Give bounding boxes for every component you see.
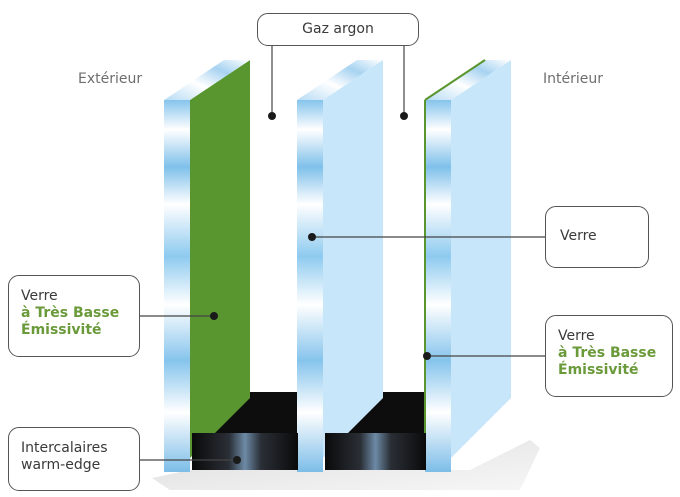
dot-low-e-right bbox=[423, 352, 431, 360]
low-e-left-line3: Émissivité bbox=[21, 322, 102, 338]
gas-callout: Gaz argon bbox=[257, 13, 419, 46]
pane-exterior-top bbox=[164, 60, 250, 100]
dot-gas-right bbox=[400, 112, 408, 120]
dot-low-e-left bbox=[210, 312, 218, 320]
pane-interior-top bbox=[425, 60, 511, 100]
dot-gas-left bbox=[268, 112, 276, 120]
low-e-left-line1: Verre bbox=[21, 288, 58, 304]
spacers-line2: warm-edge bbox=[21, 457, 101, 473]
low-e-left-line2: à Très Basse bbox=[21, 305, 120, 321]
pane-interior-face bbox=[451, 60, 511, 458]
low-e-right-line3: Émissivité bbox=[558, 362, 639, 378]
dot-glass bbox=[308, 233, 316, 241]
low-e-left-callout: Verre à Très Basse Émissivité bbox=[8, 275, 140, 357]
floor-shadow bbox=[152, 440, 540, 490]
dot-spacers bbox=[233, 456, 241, 464]
interior-label: Intérieur bbox=[543, 71, 603, 87]
spacer-front-left bbox=[192, 433, 298, 470]
spacer-front-right bbox=[325, 433, 426, 470]
pane-exterior-edge bbox=[164, 100, 190, 472]
pane-exterior-face bbox=[190, 60, 250, 458]
spacers-line1: Intercalaires bbox=[21, 440, 108, 456]
low-e-right-line1: Verre bbox=[558, 328, 595, 344]
pane-middle-edge bbox=[297, 100, 323, 472]
gas-callout-text: Gaz argon bbox=[302, 21, 374, 37]
low-e-right-callout: Verre à Très Basse Émissivité bbox=[545, 315, 673, 397]
low-e-right-line2: à Très Basse bbox=[558, 345, 657, 361]
exterior-label: Extérieur bbox=[78, 71, 143, 87]
pane-middle-face bbox=[323, 60, 383, 458]
spacers-callout: Intercalaires warm-edge bbox=[8, 427, 140, 491]
pane-interior-coating-top bbox=[424, 59, 486, 101]
glass-callout-text: Verre bbox=[560, 228, 597, 244]
pane-interior-edge bbox=[425, 100, 451, 472]
pane-middle-top bbox=[297, 60, 383, 100]
glass-callout: Verre bbox=[545, 206, 649, 268]
